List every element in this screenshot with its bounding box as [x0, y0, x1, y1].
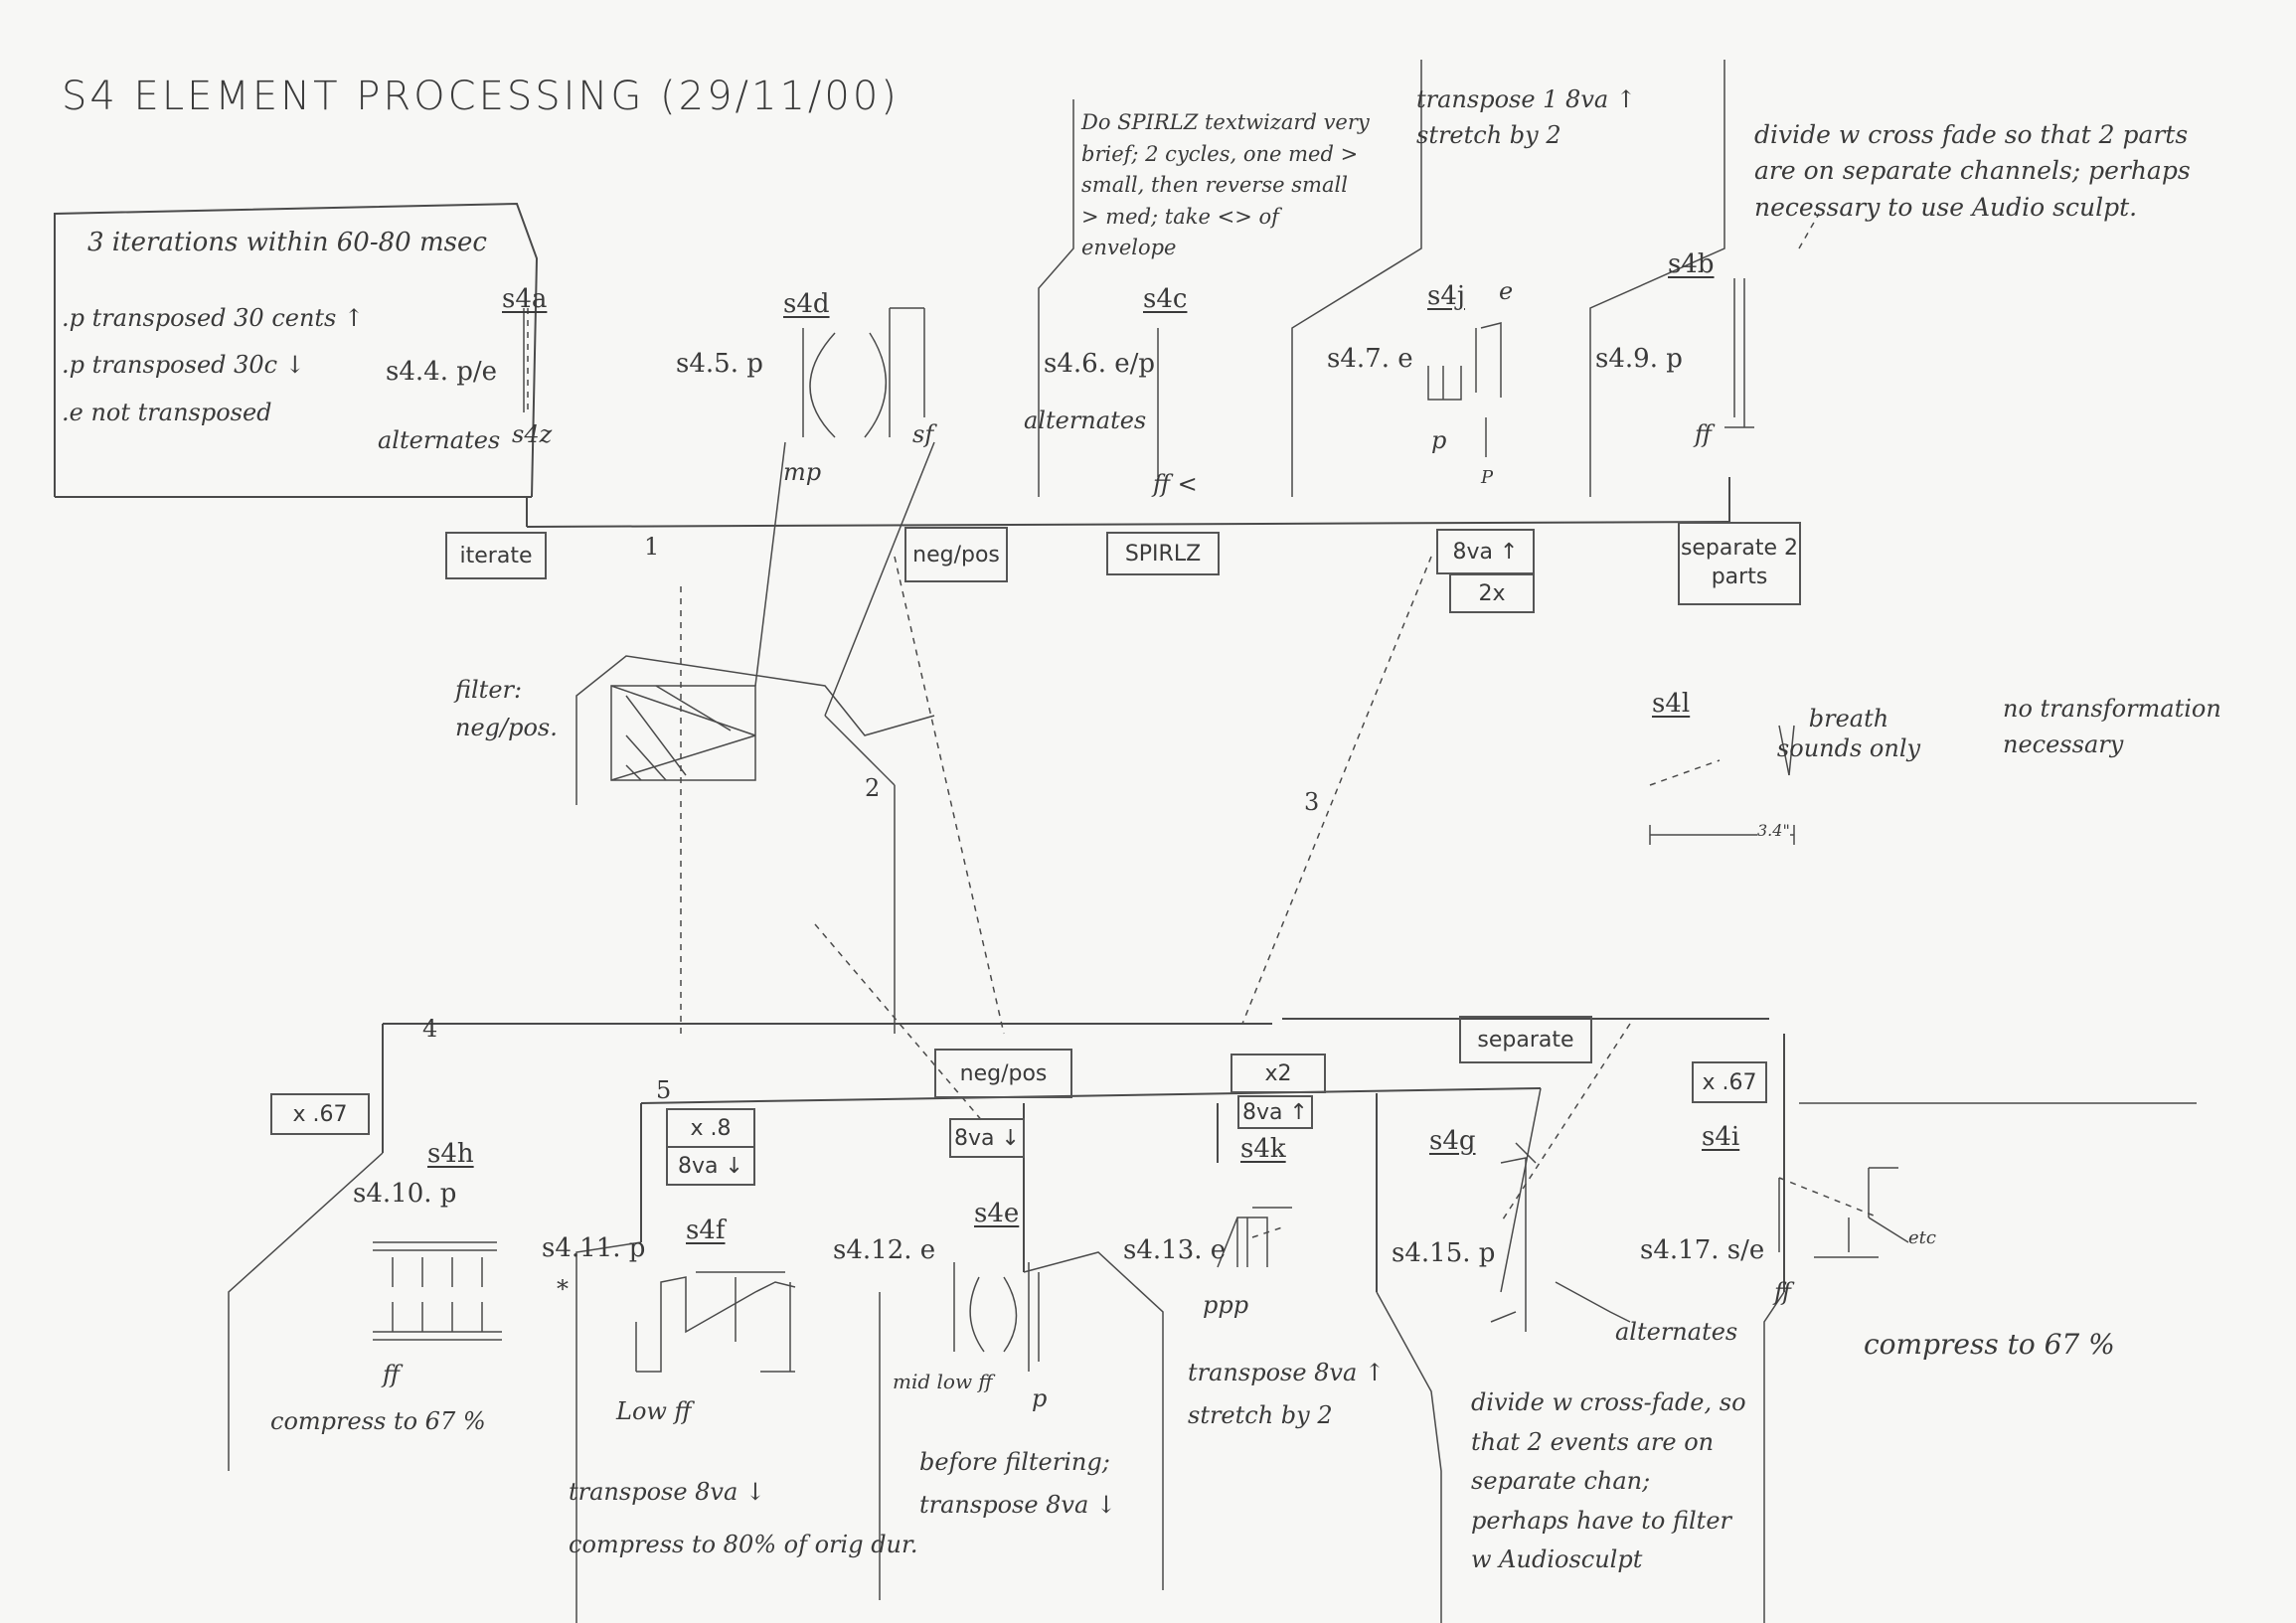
timeline-top: [526, 521, 1730, 528]
element-below-s4a: s4z: [512, 420, 553, 448]
element-id-s4c: s4c: [1143, 284, 1188, 314]
element-dyn-s4k: ppp: [1203, 1291, 1249, 1319]
process-iterate: iterate: [445, 532, 547, 579]
element-code-s4e: s4.12. e: [833, 1235, 936, 1265]
element-code-s4h: s4.10. p: [353, 1179, 457, 1209]
process-neg-pos-b: neg/pos: [934, 1049, 1072, 1098]
element-note-s4g: divide w cross-fade, so that 2 events ar…: [1471, 1388, 1746, 1574]
note-item-1: .p transposed 30 cents ↑: [62, 304, 365, 332]
element-dyn-s4j-right: P: [1481, 467, 1494, 488]
element-id-s4a: s4a: [502, 284, 548, 314]
process-8va-down-b: 8va ↓: [949, 1118, 1025, 1158]
element-code-s4k: s4.13. e: [1123, 1235, 1227, 1265]
element-id-s4j: s4j: [1427, 281, 1465, 311]
element-code-s4a: s4.4. p/e: [386, 357, 498, 387]
page-title: S4 ELEMENT PROCESSING (29/11/00): [62, 74, 900, 119]
s4l-duration: 3.4": [1757, 821, 1790, 841]
element-side-s4c: alternates: [1024, 406, 1147, 434]
note-transpose: transpose 1 8va ↑ stretch by 2: [1416, 85, 1636, 149]
element-code-s4i: s4.17. s/e: [1640, 1235, 1765, 1265]
element-dyn-s4d-right: sf: [912, 420, 934, 448]
element-id-s4h: s4h: [427, 1139, 474, 1169]
process-neg-pos: neg/pos: [904, 527, 1008, 582]
path-number-5: 5: [656, 1076, 672, 1104]
element-code-s4d: s4.5. p: [676, 349, 763, 379]
element-id-s4i: s4i: [1702, 1122, 1740, 1152]
process-x067-b: x .67: [1692, 1061, 1767, 1103]
process-separate-2-parts: separate 2 parts: [1678, 522, 1801, 605]
element-id-s4f: s4f: [686, 1216, 726, 1245]
element-note-s4k: transpose 8va ↑ stretch by 2: [1188, 1359, 1386, 1430]
filter-bracket: [575, 655, 935, 805]
element-id-s4d: s4d: [783, 289, 830, 319]
element-code-s4c: s4.6. e/p: [1044, 349, 1156, 379]
element-id-s4k: s4k: [1240, 1134, 1286, 1164]
process-x2: x2: [1230, 1054, 1326, 1093]
path-number-2: 2: [865, 774, 881, 802]
element-dyn-s4f: Low ff: [616, 1397, 692, 1425]
element-note-s4i: compress to 67 %: [1864, 1328, 2115, 1361]
element-id-s4e: s4e: [974, 1199, 1020, 1228]
note-item-3: .e not transposed: [62, 399, 272, 426]
element-id-s4g: s4g: [1429, 1126, 1476, 1156]
element-note-s4e: before filtering; transpose 8va ↓: [919, 1448, 1117, 1520]
element-side-s4a: alternates: [378, 426, 501, 454]
element-id-s4l: s4l: [1652, 689, 1691, 719]
element-dyn-s4e-right: p: [1032, 1384, 1048, 1412]
element-below-s4c: ff <: [1153, 470, 1198, 498]
path-number-1: 1: [644, 533, 660, 561]
process-x08: x .8: [666, 1108, 755, 1148]
element-dyn-s4d-left: mp: [783, 458, 822, 486]
note-box-outline: [54, 202, 539, 498]
process-spirlz: SPIRLZ: [1106, 532, 1220, 575]
process-8va-up-b: 8va ↑: [1237, 1095, 1313, 1129]
element-dyn-s4h: ff: [383, 1361, 401, 1388]
note-divide: divide w cross fade so that 2 parts are …: [1754, 120, 2191, 222]
process-separate: separate: [1459, 1016, 1592, 1063]
element-dyn-s4e-left: mid low ff: [893, 1370, 993, 1393]
element-note-s4f: transpose 8va ↓ compress to 80% of orig …: [569, 1478, 918, 1558]
note-spirlz: Do SPIRLZ textwizard very brief; 2 cycle…: [1081, 110, 1370, 259]
process-2x: 2x: [1449, 573, 1535, 613]
element-side-s4i: alternates: [1615, 1318, 1738, 1346]
element-dyn-s4j-left: p: [1431, 426, 1447, 454]
process-x067-a: x .67: [270, 1093, 370, 1135]
element-tail-s4i: etc: [1908, 1227, 1936, 1248]
element-code-s4b: s4.9. p: [1595, 344, 1683, 374]
element-code-s4g: s4.15. p: [1392, 1238, 1496, 1268]
note-item-2: .p transposed 30c ↓: [62, 351, 305, 379]
element-below-s4b: ff: [1695, 420, 1713, 448]
s4l-note: breath sounds only: [1776, 705, 1921, 762]
element-code-s4f: s4.11. p: [542, 1233, 646, 1263]
filter-label: filter: neg/pos.: [455, 676, 558, 742]
filter-box: [610, 685, 756, 781]
path-number-4: 4: [422, 1015, 438, 1043]
element-mark-s4f: *: [557, 1275, 569, 1303]
element-dyn-s4i: ff: [1774, 1278, 1792, 1306]
element-id-s4b: s4b: [1668, 249, 1715, 279]
s4l-other: no transformation necessary: [2003, 695, 2221, 758]
process-8va-down-a: 8va ↓: [666, 1146, 755, 1186]
note-heading: 3 iterations within 60-80 msec: [87, 228, 487, 257]
path-number-3: 3: [1304, 788, 1320, 816]
element-code-s4j: s4.7. e: [1327, 344, 1413, 374]
element-note-s4h: compress to 67 %: [270, 1407, 486, 1435]
process-8va-up: 8va ↑: [1436, 529, 1535, 574]
element-marker-s4j: e: [1499, 277, 1514, 305]
